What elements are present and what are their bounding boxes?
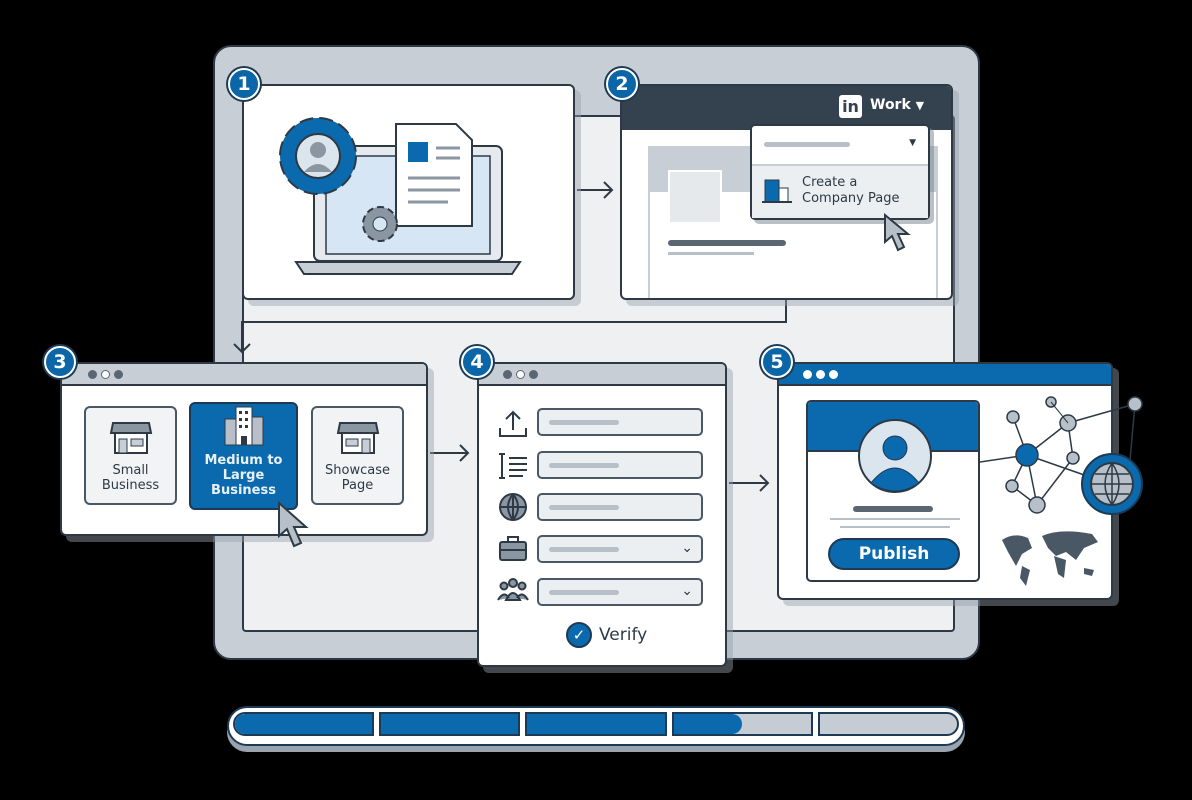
- setup-illustration: [279, 117, 522, 275]
- step-1-panel: [242, 84, 575, 300]
- work-menu-label: Work: [870, 97, 911, 113]
- arrow-1-to-2: [577, 181, 614, 199]
- cursor-icon: [278, 500, 309, 548]
- create-company-page-label: Create a Company Page: [802, 175, 900, 206]
- network-hub-node: [1015, 443, 1039, 467]
- linkedin-logo: in: [839, 95, 862, 118]
- gear-user-icon: [279, 117, 357, 195]
- website-field[interactable]: [537, 493, 703, 521]
- publish-button[interactable]: Publish: [828, 538, 960, 570]
- option-label: Small Business: [101, 463, 160, 493]
- window-titlebar: [479, 364, 725, 386]
- checkmark-icon: ✓: [566, 622, 592, 648]
- network-graph: [980, 396, 1143, 586]
- window-titlebar: [779, 364, 1111, 386]
- step-badge: 1: [228, 68, 260, 100]
- caret-down-icon: ▼: [909, 138, 916, 148]
- arrow-2-to-3: [233, 300, 787, 354]
- storefront-icon: [336, 422, 379, 454]
- small-business-option[interactable]: Small Business: [84, 406, 177, 505]
- arrow-4-to-5: [729, 474, 770, 492]
- progress-segment: [525, 712, 667, 736]
- progress-segment: [817, 712, 959, 736]
- progress-segment: [233, 712, 375, 736]
- company-size-select[interactable]: ⌄: [537, 578, 703, 606]
- company-profile-card: Publish: [806, 400, 980, 582]
- work-dropdown-menu: ▼ Create a Company Page: [750, 124, 930, 220]
- step-badge: 5: [761, 346, 793, 378]
- showcase-page-option[interactable]: Showcase Page: [311, 406, 404, 505]
- step-3-panel: Small Business Medium to Large Business …: [60, 362, 428, 536]
- briefcase-icon: [499, 536, 527, 561]
- work-menu[interactable]: Work ▼: [870, 97, 924, 113]
- medium-large-business-option[interactable]: Medium to Large Business: [189, 402, 298, 510]
- step-badge: 2: [606, 68, 638, 100]
- progress-segment: [671, 712, 813, 736]
- progress-segment: [379, 712, 521, 736]
- chevron-down-icon: ⌄: [681, 540, 693, 556]
- window-titlebar: [62, 364, 426, 386]
- option-label: Medium to Large Business: [204, 453, 283, 498]
- arrow-3-to-4: [430, 444, 470, 462]
- step-badge: 3: [44, 346, 76, 378]
- logo-upload-field[interactable]: [537, 408, 703, 436]
- industry-select[interactable]: ⌄: [537, 535, 703, 563]
- globe-icon: [499, 493, 527, 521]
- cursor-icon: [884, 212, 911, 252]
- caret-down-icon: ▼: [915, 99, 925, 112]
- verify-label: Verify: [599, 625, 648, 645]
- top-nav-bar: [622, 86, 951, 130]
- office-buildings-icon: [224, 406, 263, 446]
- globe-icon: [1081, 453, 1143, 515]
- document-icon: [395, 123, 473, 227]
- world-map-icon: [1002, 531, 1098, 586]
- building-icon: [762, 179, 792, 203]
- verify-checkbox[interactable]: ✓ Verify: [566, 622, 647, 648]
- text-lines-icon: [499, 453, 527, 479]
- create-company-page-item[interactable]: Create a Company Page: [752, 164, 928, 218]
- people-icon: [497, 578, 529, 601]
- storefront-icon: [109, 422, 152, 454]
- option-label: Showcase Page: [325, 463, 390, 493]
- avatar-icon: [858, 419, 932, 493]
- company-name-field[interactable]: [537, 451, 703, 479]
- step-badge: 4: [461, 346, 493, 378]
- upload-icon: [499, 410, 527, 437]
- small-gear-icon: [362, 206, 398, 242]
- chevron-down-icon: ⌄: [681, 583, 693, 599]
- field-icons: [497, 410, 529, 601]
